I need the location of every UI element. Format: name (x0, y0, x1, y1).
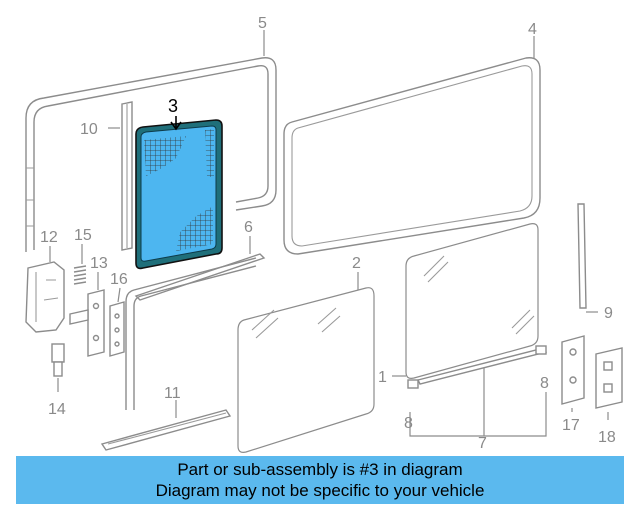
quarter-glass-part-3[interactable] (135, 119, 223, 270)
parts-diagram: 5 4 3 10 6 2 1 8 8 7 9 11 12 15 13 16 14… (25, 15, 623, 453)
callout-13: 13 (90, 255, 108, 272)
spring-part-15 (73, 265, 87, 285)
callout-15: 15 (74, 227, 92, 244)
callout-12: 12 (40, 229, 58, 246)
bolt-part-14 (51, 343, 65, 377)
plate-part-16 (109, 301, 125, 357)
callout-11: 11 (164, 385, 181, 402)
channel-strip-part-10 (121, 101, 133, 251)
side-window-part-4 (283, 57, 541, 255)
door-frame-seal (125, 257, 257, 410)
door-glass-part-2 (237, 287, 375, 453)
callouts: 5 4 3 10 6 2 1 8 8 7 9 11 12 15 13 16 14… (40, 15, 616, 452)
hinge-part-13 (69, 289, 105, 357)
hinge-part-17 (561, 335, 585, 405)
plate-part-18 (595, 347, 623, 409)
callout-5: 5 (258, 15, 267, 32)
latch-part-12 (25, 261, 65, 333)
banner-line-2: Diagram may not be specific to your vehi… (155, 481, 485, 500)
clip-part-8 (535, 345, 547, 355)
callout-1: 1 (378, 369, 387, 386)
callout-3: 3 (168, 96, 178, 116)
callout-14: 14 (48, 401, 66, 418)
callout-16: 16 (110, 271, 128, 288)
clip-part-8 (407, 379, 419, 389)
callout-2: 2 (352, 255, 361, 272)
callout-17: 17 (562, 417, 580, 434)
banner-line-1: Part or sub-assembly is #3 in diagram (177, 460, 463, 479)
callout-8-right: 8 (540, 375, 549, 392)
bottom-channel-part-11 (100, 409, 232, 451)
callout-7: 7 (478, 435, 487, 452)
callout-18: 18 (598, 429, 616, 446)
callout-10: 10 (80, 121, 98, 138)
info-banner: Part or sub-assembly is #3 in diagram Di… (16, 456, 624, 504)
callout-8-left: 8 (404, 415, 413, 432)
lower-track-part-7 (407, 345, 548, 389)
sliding-glass-part-1 (405, 223, 539, 379)
callout-4: 4 (528, 21, 537, 38)
callout-9: 9 (604, 305, 613, 322)
leader-lines (49, 30, 609, 437)
vertical-strip-part-9 (577, 203, 587, 309)
callout-6: 6 (244, 219, 253, 236)
door-seal-part-5 (25, 57, 277, 252)
